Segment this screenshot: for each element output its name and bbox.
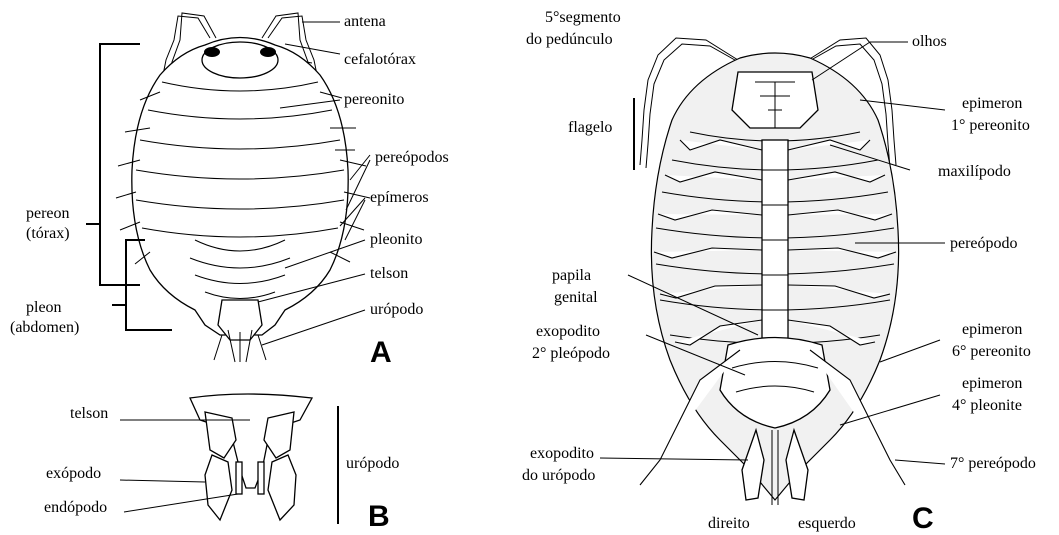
label-pereon-sub: (tórax) [26, 225, 70, 242]
label-segmento-1: 5°segmento [545, 9, 621, 26]
label-pleon-sub: (abdomen) [10, 319, 79, 336]
label-epimeron6-2: 6° pereonito [952, 343, 1031, 360]
label-pereopodo7: 7° pereópodo [950, 455, 1036, 472]
label-uropodo-a: urópodo [370, 301, 423, 318]
label-uropodo-b: urópodo [346, 455, 399, 472]
label-antena: antena [344, 13, 386, 30]
label-pereonito: pereonito [344, 91, 404, 108]
panel-b-drawing [190, 394, 312, 520]
label-telson-a: telson [370, 265, 408, 282]
label-epimeron1-1: epimeron [962, 95, 1022, 112]
label-esquerdo: esquerdo [798, 515, 856, 532]
label-papila-1: papila [552, 267, 591, 284]
label-exopodito2-2: 2° pleópodo [532, 345, 610, 362]
label-flagelo: flagelo [568, 119, 612, 136]
panel-a-drawing [116, 13, 370, 362]
label-pereon: pereon [26, 205, 70, 222]
label-exopodito2-1: exopodito [536, 323, 600, 340]
label-epimeron4-2: 4° pleonite [952, 397, 1022, 414]
label-olhos: olhos [912, 33, 947, 50]
label-pleonito: pleonito [370, 231, 422, 248]
label-exopodo: exópodo [46, 465, 101, 482]
panel-b-letter: B [368, 500, 390, 533]
label-segmento-2: do pedúnculo [526, 31, 613, 48]
label-epimeron4-1: epimeron [962, 375, 1022, 392]
label-endopodo: endópodo [44, 499, 107, 516]
panel-c-letter: C [912, 502, 934, 535]
label-exopodito-u-1: exopodito [530, 445, 594, 462]
label-epimeron1-2: 1° pereonito [951, 117, 1030, 134]
label-epimeros: epímeros [370, 189, 429, 206]
label-epimeron6-1: epimeron [962, 321, 1022, 338]
label-exopodito-u-2: do urópodo [522, 467, 595, 484]
label-cefalotorax: cefalotórax [344, 51, 416, 68]
label-pereopodos: pereópodos [375, 149, 449, 166]
label-direito: direito [708, 515, 750, 532]
label-maxilipodo: maxilípodo [938, 163, 1011, 180]
label-telson-b: telson [70, 405, 108, 422]
panel-c-drawing [640, 38, 905, 505]
label-pereopodo: pereópodo [950, 235, 1018, 252]
label-papila-2: genital [554, 289, 598, 306]
panel-a-letter: A [370, 336, 392, 369]
label-pleon: pleon [26, 299, 62, 316]
